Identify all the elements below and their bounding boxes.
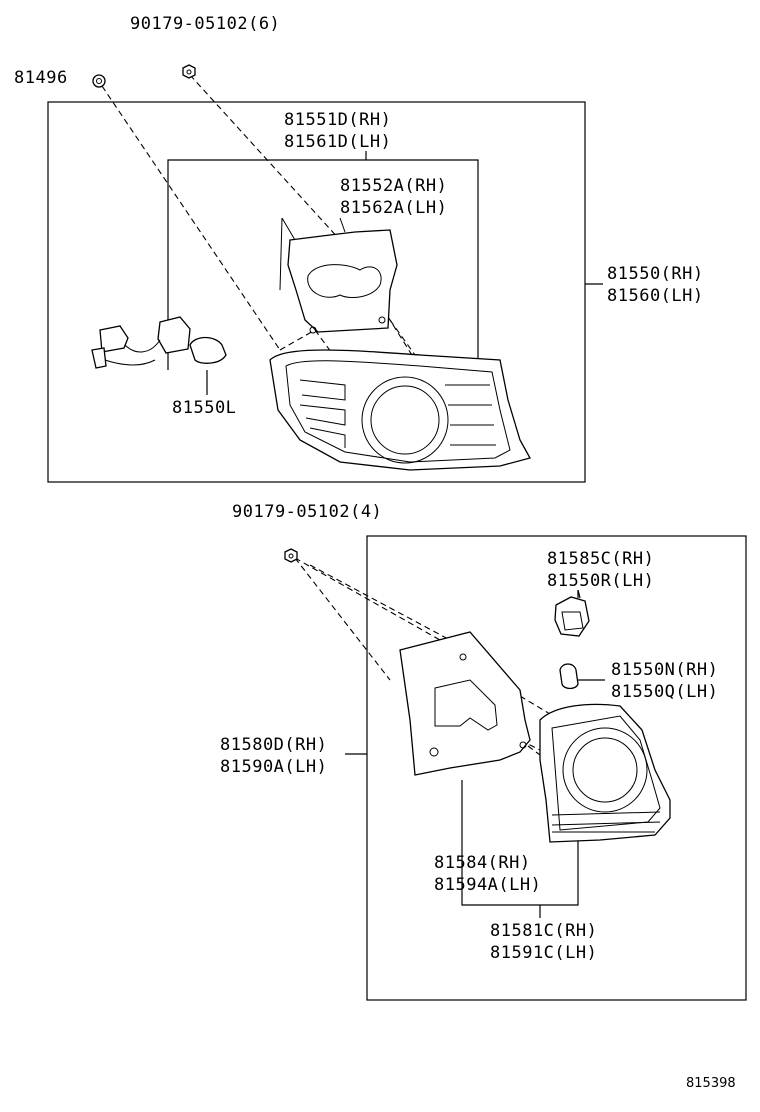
socket-icon: [554, 589, 590, 637]
lower-leader-lines: [345, 590, 605, 918]
label-bulb-rh: 81550N(RH): [611, 660, 719, 680]
label-cover-rh: 81580D(RH): [220, 735, 328, 755]
clip-icon: [92, 74, 106, 88]
label-bulb: 81550N(RH) 81550Q(LH): [611, 660, 718, 704]
upper-assembly-frame: [47, 101, 586, 483]
label-bulb-lh: 81550Q(LH): [611, 682, 719, 702]
label-lens-rh: 81584(RH): [434, 853, 531, 873]
socket-wire-icon: [91, 316, 227, 369]
label-gasket-lh: 81562A(LH): [340, 198, 448, 218]
label-socket-wire: 81550L: [172, 398, 237, 418]
gasket-icon: [287, 229, 398, 334]
bulb-icon: [559, 663, 579, 690]
label-gasket: 81552A(RH) 81562A(LH): [340, 176, 447, 220]
outer-lamp-icon: [269, 349, 531, 471]
label-socket-lh: 81550R(LH): [547, 571, 655, 591]
label-lamp-assy-rh: 81550(RH): [607, 264, 704, 284]
back-lamp-icon: [539, 703, 671, 843]
label-bolt-top: 90179-05102(6): [130, 14, 281, 34]
label-lens-body-rh: 81551D(RH): [284, 110, 392, 130]
figure-reference: 815398: [686, 1076, 736, 1091]
label-lens-body: 81551D(RH) 81561D(LH): [284, 110, 391, 154]
label-lamp-assy: 81550(RH) 81560(LH): [607, 264, 704, 308]
label-lens-body-lh: 81561D(LH): [284, 132, 392, 152]
bolt-lower-icon: [284, 548, 298, 563]
lower-assembly-frame: [366, 535, 747, 1001]
label-cover: 81580D(RH) 81590A(LH): [220, 735, 327, 779]
label-back-lamp-rh: 81581C(RH): [490, 921, 598, 941]
label-lamp-assy-lh: 81560(LH): [607, 286, 704, 306]
label-bolt-lower: 90179-05102(4): [232, 502, 383, 522]
label-socket: 81585C(RH) 81550R(LH): [547, 549, 654, 593]
upper-leader-lines: [167, 151, 603, 395]
cover-plate-icon: [399, 631, 531, 776]
label-lens: 81584(RH) 81594A(LH): [434, 853, 541, 897]
label-back-lamp: 81581C(RH) 81591C(LH): [490, 921, 597, 965]
bolt-top-icon: [182, 64, 196, 79]
label-cover-lh: 81590A(LH): [220, 757, 328, 777]
label-socket-rh: 81585C(RH): [547, 549, 655, 569]
label-back-lamp-lh: 81591C(LH): [490, 943, 598, 963]
label-lens-lh: 81594A(LH): [434, 875, 542, 895]
label-gasket-rh: 81552A(RH): [340, 176, 448, 196]
label-clip: 81496: [14, 68, 68, 88]
